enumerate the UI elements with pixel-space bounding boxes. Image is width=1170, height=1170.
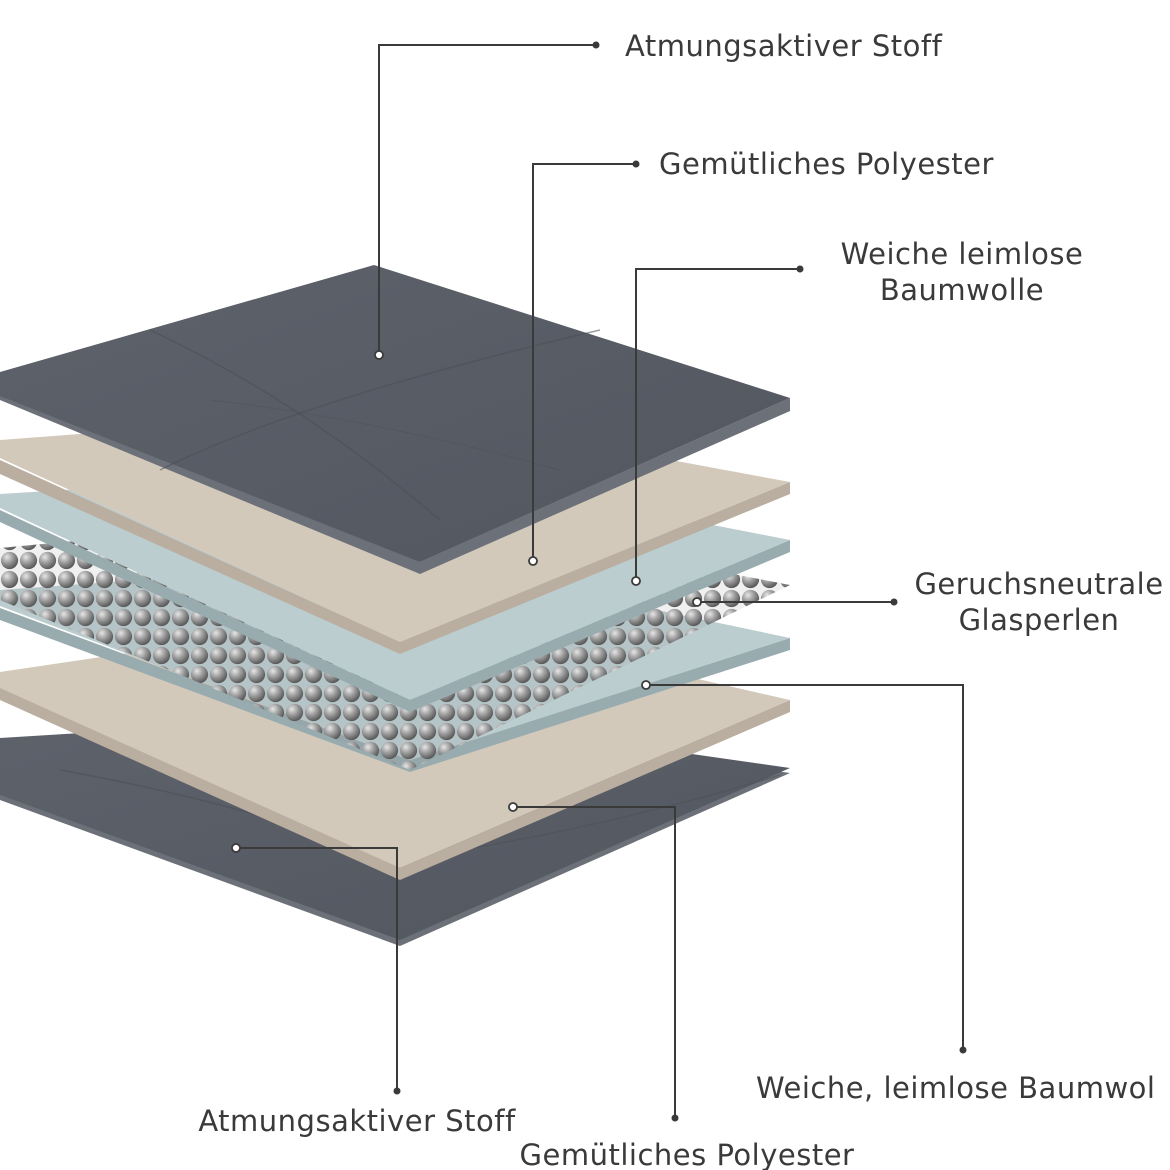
leader-beads xyxy=(692,597,898,607)
leader-top-breathable xyxy=(374,41,600,360)
leader-bottom-breathable xyxy=(231,843,401,1095)
leader-bottom-cotton xyxy=(641,680,967,1054)
leader-top-polyester xyxy=(528,160,640,566)
leader-bottom-polyester xyxy=(508,802,679,1122)
label-bottom-cotton: Weiche, leimlose Baumwol xyxy=(756,1071,1155,1105)
label-beads-line2: Glasperlen xyxy=(959,603,1120,637)
label-top-cotton-line1: Weiche leimlose xyxy=(841,237,1084,271)
label-bottom-polyester: Gemütliches Polyester xyxy=(520,1138,855,1170)
layer-top-fabric xyxy=(0,265,790,574)
leader-top-cotton xyxy=(631,265,804,586)
label-bottom-breathable: Atmungsaktiver Stoff xyxy=(198,1104,516,1138)
label-top-polyester: Gemütliches Polyester xyxy=(659,147,994,181)
label-top-breathable: Atmungsaktiver Stoff xyxy=(625,29,943,63)
label-beads-line1: Geruchsneutrale xyxy=(914,567,1163,601)
label-top-cotton-line2: Baumwolle xyxy=(880,273,1044,307)
